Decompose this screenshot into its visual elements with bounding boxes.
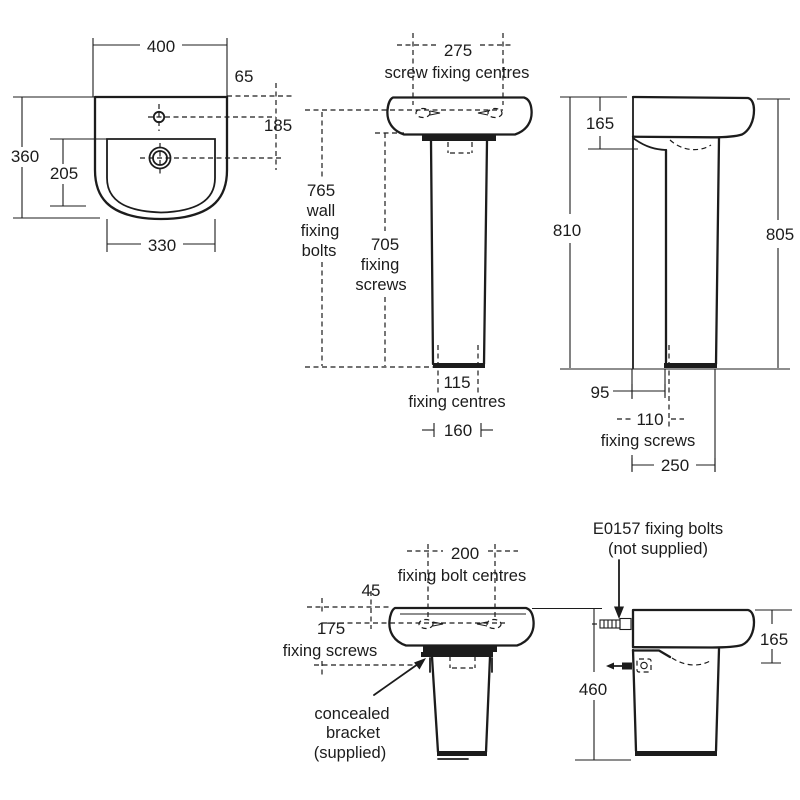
semi-pedestal-right-edge bbox=[484, 655, 492, 754]
concealed-bracket-bar bbox=[421, 652, 493, 657]
bracket-callout-arrow-icon bbox=[373, 658, 426, 696]
label-supplied: (supplied) bbox=[314, 744, 386, 762]
basin-front-outline bbox=[388, 606, 535, 647]
label-fixing-screws: fixing screws bbox=[601, 432, 695, 450]
dim-765: 765 bbox=[307, 181, 335, 200]
dim-45: 45 bbox=[362, 581, 381, 600]
label-e0157-line1: E0157 fixing bolts bbox=[593, 520, 723, 538]
semi-pedestal-base bbox=[437, 751, 487, 756]
dim-705: 705 bbox=[371, 235, 399, 254]
dim-175: 175 bbox=[317, 619, 345, 638]
basin-underside bbox=[422, 135, 496, 141]
label-wall: wall bbox=[306, 202, 335, 220]
semi-pedestal-left-edge bbox=[430, 655, 440, 754]
pedestal-right-edge bbox=[482, 139, 489, 366]
dim-95: 95 bbox=[591, 383, 610, 402]
pedestal-base bbox=[433, 363, 485, 368]
label-screws: screws bbox=[355, 276, 406, 294]
label-fixing-screws: fixing screws bbox=[283, 642, 377, 660]
dim-185: 185 bbox=[264, 116, 292, 135]
dim-165b: 165 bbox=[760, 630, 788, 649]
dim-330: 330 bbox=[148, 236, 176, 255]
basin-outer-outline bbox=[93, 95, 229, 221]
basin-underside bbox=[423, 646, 497, 652]
semi-pedestal-base bbox=[635, 751, 717, 756]
label-bolts: bolts bbox=[302, 242, 337, 260]
pedestal-base bbox=[664, 363, 717, 368]
fixing-bolt-icon bbox=[476, 618, 502, 630]
dim-165: 165 bbox=[586, 114, 614, 133]
label-bracket: bracket bbox=[326, 724, 381, 742]
fixing-bolt-icon bbox=[418, 618, 444, 630]
dim-805: 805 bbox=[766, 225, 794, 244]
label-fixing: fixing bbox=[361, 256, 400, 274]
dim-250: 250 bbox=[661, 456, 689, 475]
basin-side-outline bbox=[631, 608, 756, 649]
dim-160: 160 bbox=[444, 421, 472, 440]
front-view: 275 screw fixing centres 765 wall fixing… bbox=[301, 33, 533, 440]
dim-275: 275 bbox=[444, 41, 472, 60]
dim-400: 400 bbox=[147, 37, 175, 56]
dim-360: 360 bbox=[11, 147, 39, 166]
label-screw-fixing-centres: screw fixing centres bbox=[385, 64, 530, 82]
pedestal-left-edge bbox=[429, 139, 435, 366]
dim-200: 200 bbox=[451, 544, 479, 563]
semi-pedestal-back-edge bbox=[631, 648, 638, 753]
basin-front-outline bbox=[386, 96, 533, 136]
dim-205: 205 bbox=[50, 164, 78, 183]
semi-pedestal-side-outline bbox=[631, 649, 672, 659]
semi-pedestal-front-edge bbox=[714, 647, 721, 753]
hidden-trap-recess bbox=[447, 142, 473, 154]
e0157-bolt-icon bbox=[592, 617, 632, 631]
bracket-screw-icon bbox=[606, 658, 652, 673]
fixing-screw-icon bbox=[415, 107, 441, 119]
dim-460: 460 bbox=[579, 680, 607, 699]
basin-bracket-edge bbox=[632, 137, 667, 151]
side-view: 810 165 805 95 110 fixing screws 250 bbox=[553, 95, 794, 475]
hidden-bracket-recess bbox=[449, 656, 476, 669]
dim-110: 110 bbox=[636, 410, 663, 429]
hidden-outlet-arc bbox=[669, 139, 712, 151]
dim-65: 65 bbox=[235, 67, 254, 86]
dim-115: 115 bbox=[443, 373, 470, 392]
basin-bowl-outline bbox=[106, 138, 216, 214]
dim-810: 810 bbox=[553, 221, 581, 240]
label-fixing-centres: fixing centres bbox=[408, 393, 505, 411]
hidden-bracket-arc bbox=[671, 657, 711, 666]
plan-view: 400 360 205 330 65 185 bbox=[11, 37, 292, 255]
semi-side-view: E0157 fixing bolts (not supplied) bbox=[532, 520, 792, 761]
fixing-screw-icon bbox=[477, 107, 503, 119]
semi-front-view: 200 fixing bolt centres 45 175 fixing sc… bbox=[283, 544, 535, 762]
label-e0157-line2: (not supplied) bbox=[608, 540, 708, 558]
label-fixing-bolt-centres: fixing bolt centres bbox=[398, 567, 526, 585]
label-concealed: concealed bbox=[314, 705, 389, 723]
e0157-callout-arrow-icon bbox=[614, 559, 624, 619]
label-fixing: fixing bbox=[301, 222, 340, 240]
basin-side-outline bbox=[631, 95, 756, 139]
pedestal-front-edge bbox=[714, 136, 721, 366]
